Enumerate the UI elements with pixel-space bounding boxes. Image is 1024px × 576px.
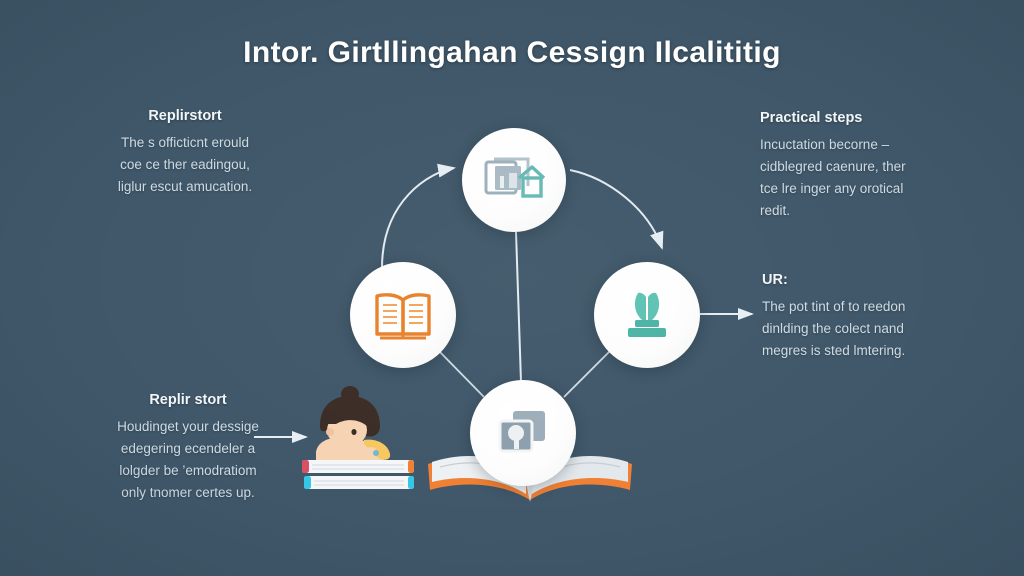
bottom-left-heading: Replir stort [149, 392, 227, 408]
diagram-node-left[interactable] [350, 262, 456, 368]
documents-house-icon [484, 157, 545, 198]
connector-top-to-right [569, 169, 664, 250]
page-title: Intor. Girtllingahan Cessign Ilcalititig [243, 36, 781, 69]
body-line: tce lre inger any orotical [760, 180, 904, 196]
body-line: megres is sted lmtering. [762, 342, 906, 358]
connector-top-to-bottom [515, 231, 522, 383]
body-line: coe ce ther eadingou, [120, 156, 250, 172]
body-line: cidblegred caenure, ther [760, 158, 906, 174]
child-reading-illustration [302, 386, 414, 489]
bottom-left-body: Houdinget your dessige edegering ecendel… [78, 416, 298, 503]
text-block-top-left: Replirstort The s officticnt erould coe … [85, 108, 285, 198]
body-line: The pot tint of to reedon [762, 299, 906, 314]
connector-left-to-bottom [436, 348, 485, 398]
body-line: dinlding the colect nand [762, 320, 904, 336]
diagram-node-right[interactable] [594, 262, 700, 368]
body-line: edegering ecendeler a [120, 440, 256, 456]
body-line: lolgder be ’emodratiom [119, 462, 257, 478]
body-line: Incuctation becorne – [760, 137, 890, 152]
body-line: liglur escut amucation. [117, 178, 253, 194]
body-line: only tnomer certes up. [121, 484, 255, 500]
top-right-heading: Practical steps [760, 110, 863, 126]
body-line: redit. [760, 202, 791, 218]
open-book-icon [375, 293, 431, 340]
connector-right-to-bottom [563, 349, 612, 398]
copy-layers-icon [498, 411, 545, 453]
middle-right-heading: UR: [762, 272, 788, 288]
diagram-node-top[interactable] [462, 128, 566, 232]
top-left-heading: Replirstort [148, 108, 222, 124]
text-block-middle-right: UR: The pot tint of to reedon dinlding t… [762, 272, 977, 362]
text-block-bottom-left: Replir stort Houdinget your dessige edeg… [78, 392, 298, 503]
connector-left-to-top [381, 163, 456, 269]
diagram-node-bottom[interactable] [470, 380, 576, 486]
top-right-body: Incuctation becorne – cidblegred caenure… [760, 134, 970, 221]
trophy-award-icon [628, 292, 666, 337]
middle-right-body: The pot tint of to reedon dinlding the c… [762, 296, 977, 362]
body-line: Houdinget your dessige [117, 419, 259, 434]
top-left-body: The s officticnt erould coe ce ther eadi… [85, 132, 285, 198]
text-block-top-right: Practical steps Incuctation becorne – ci… [760, 110, 970, 221]
body-line: The s officticnt erould [120, 135, 250, 150]
